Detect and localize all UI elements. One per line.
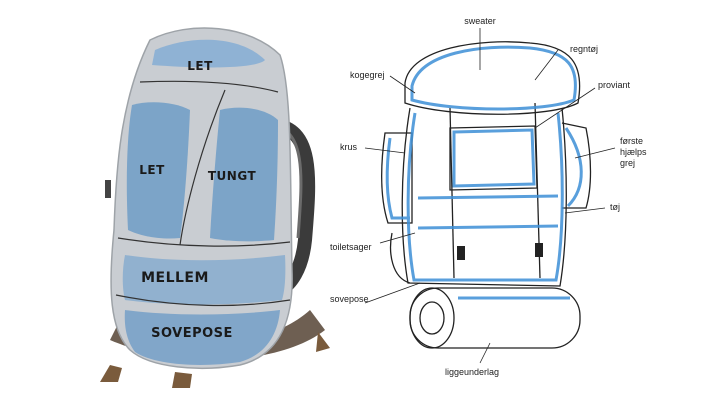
- callout-kogegrej: kogegrej: [350, 70, 385, 80]
- callout-sovepose: sovepose: [330, 294, 369, 304]
- lower-panel-blue: [122, 255, 286, 305]
- callout-toj: tøj: [610, 202, 620, 212]
- sketch-outline: [380, 41, 592, 349]
- backpack-illustration: LET LET TUNGT MELLEM SOVEPOSE: [100, 27, 330, 388]
- callout-sweater: sweater: [464, 16, 496, 26]
- callout-leaders: [364, 28, 616, 364]
- callout-hjaelps: hjælps: [620, 147, 647, 157]
- left-panel-blue: [126, 102, 190, 239]
- callout-toiletsager: toiletsager: [330, 242, 372, 252]
- callout-forste: første: [620, 136, 643, 146]
- right-panel-blue: [210, 107, 278, 242]
- zone-label-lower: MELLEM: [141, 270, 209, 286]
- divider-middle: [117, 237, 291, 247]
- foot-left: [100, 365, 122, 382]
- sketch-blue-highlight: [385, 45, 583, 300]
- top-lid-panel: [152, 39, 265, 68]
- zone-label-right-middle: TUNGT: [208, 169, 257, 183]
- callout-liggeunderlag: liggeunderlag: [445, 367, 499, 377]
- packing-sketch: sweater regntøj kogegrej proviant krus f…: [330, 16, 647, 377]
- backpack-packing-diagram: sweater regntøj kogegrej proviant krus f…: [330, 8, 710, 398]
- divider-top: [139, 80, 279, 93]
- callout-regntoj: regntøj: [570, 44, 598, 54]
- foot-right: [172, 372, 192, 388]
- bottom-panel-blue: [124, 310, 280, 365]
- callout-proviant: proviant: [598, 80, 631, 90]
- divider-vertical: [179, 89, 226, 246]
- backpack-weight-zones: LET LET TUNGT MELLEM SOVEPOSE: [80, 10, 340, 395]
- callout-grej: grej: [620, 158, 635, 168]
- zone-label-bottom: SOVEPOSE: [151, 326, 233, 341]
- callout-krus: krus: [340, 142, 358, 152]
- buckle-left: [457, 246, 465, 260]
- buckle-right: [535, 243, 543, 257]
- belt-end: [316, 332, 330, 352]
- divider-bottom: [115, 294, 291, 307]
- zone-label-top: LET: [187, 59, 213, 73]
- side-buckle: [105, 180, 111, 198]
- zone-label-left-middle: LET: [139, 163, 165, 177]
